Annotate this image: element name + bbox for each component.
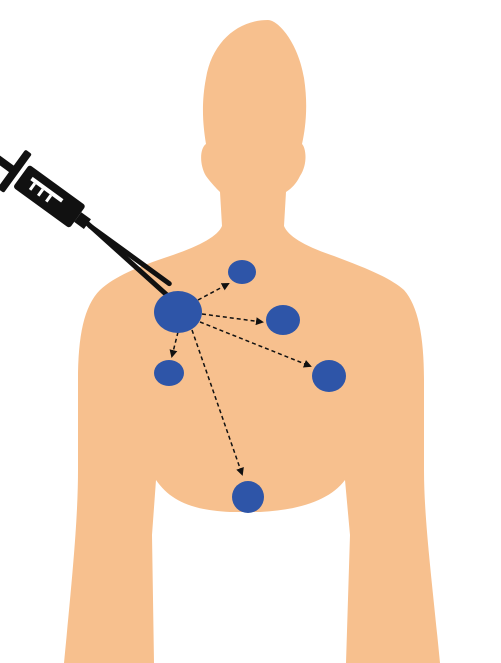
human-torso-silhouette	[64, 20, 440, 663]
spread-site-right	[266, 305, 300, 335]
spread-site-lower	[232, 481, 264, 513]
injection-site	[154, 291, 202, 333]
spread-site-lower-left	[154, 360, 184, 386]
spread-site-far-right	[312, 360, 346, 392]
syringe-body	[0, 127, 102, 243]
spread-site-upper-right	[228, 260, 256, 284]
